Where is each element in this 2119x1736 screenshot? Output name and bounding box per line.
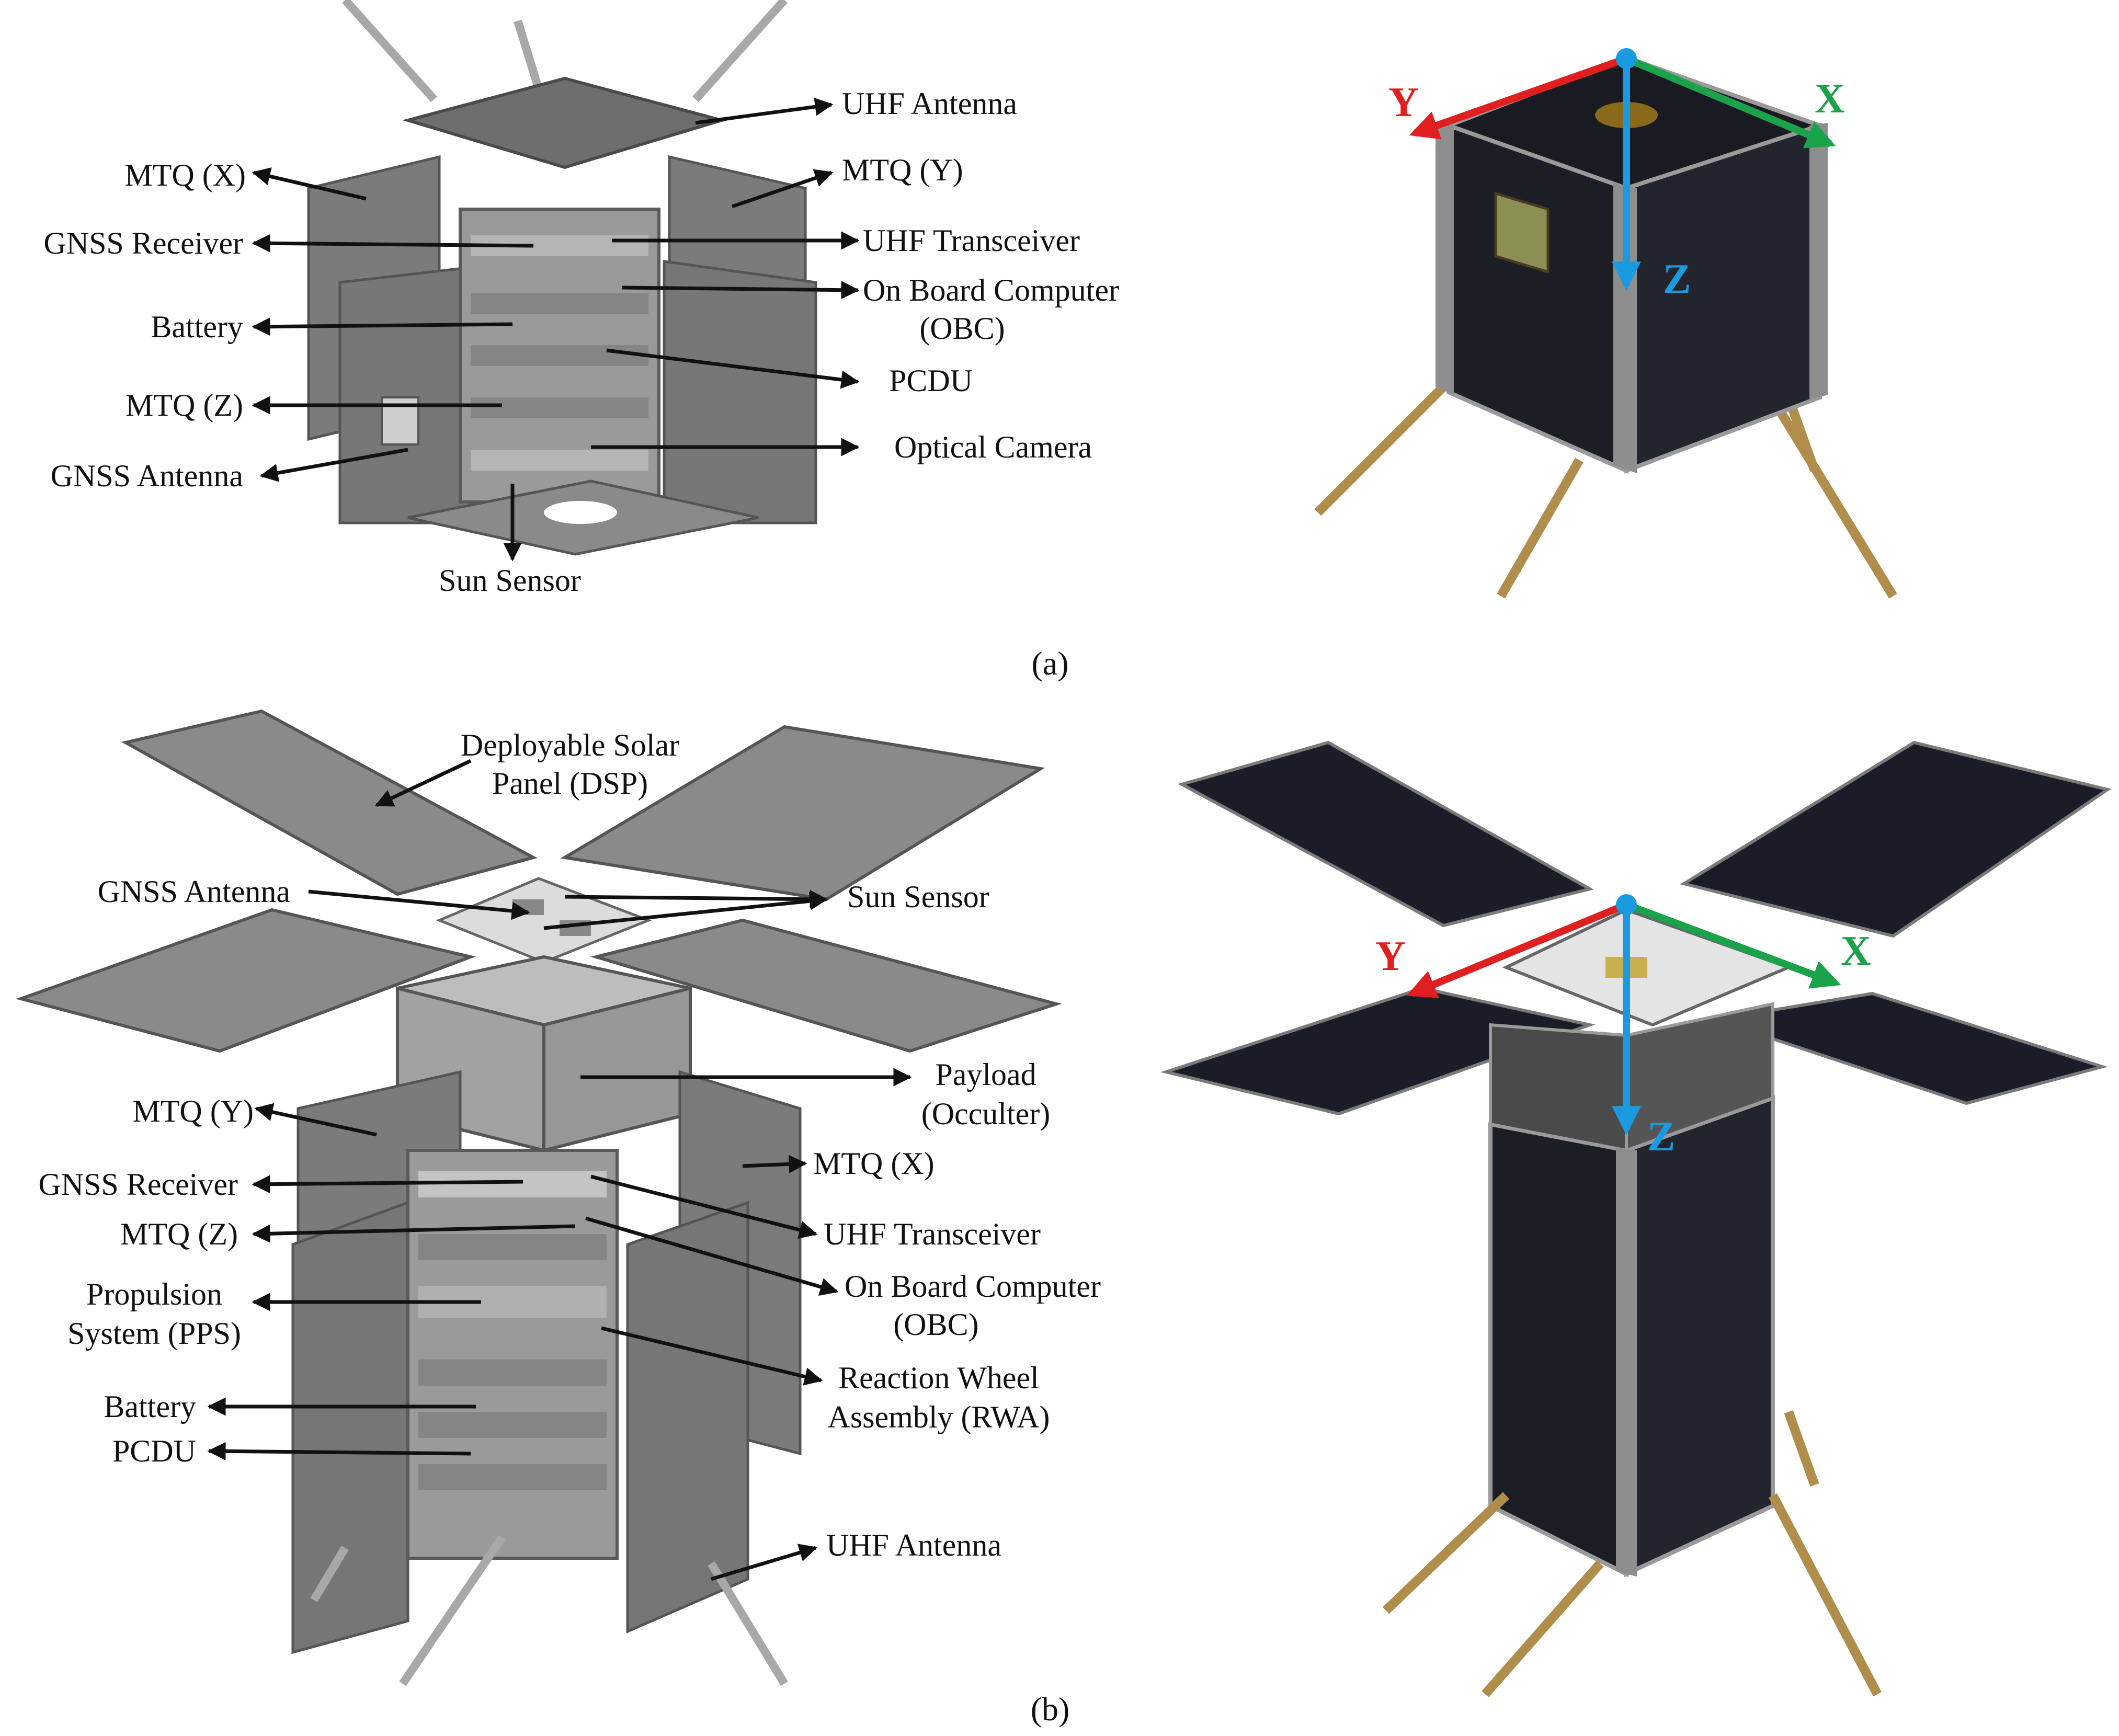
- label-b-payload: Payload: [935, 1057, 1036, 1092]
- panel-a-rendered-model: Y X Z: [1314, 48, 1897, 599]
- label-a-gnss-antenna: GNSS Antenna: [51, 459, 243, 493]
- axis-b-x: X: [1841, 928, 1871, 974]
- label-b-pps: System (PPS): [67, 1316, 241, 1351]
- label-a-battery: Battery: [151, 310, 243, 344]
- panel-a-exploded-model: [307, 0, 817, 556]
- panel-b-rendered-model: Y X Z: [1160, 740, 2112, 1697]
- label-a-mtq-z: MTQ (Z): [126, 388, 243, 422]
- label-b-pcdu: PCDU: [112, 1434, 196, 1468]
- label-b-propulsion: Propulsion: [86, 1277, 222, 1311]
- label-a-mtq-y: MTQ (Y): [842, 153, 963, 187]
- label-a-mtq-x: MTQ (X): [124, 158, 246, 192]
- label-a-obc-abbrev: (OBC): [919, 311, 1005, 346]
- caption-a: (a): [1031, 645, 1068, 682]
- panel-b-leader-lines: [207, 759, 912, 1581]
- label-a-uhf-transceiver: UHF Transceiver: [863, 223, 1080, 258]
- label-a-optical-camera: Optical Camera: [894, 430, 1092, 464]
- label-b-gnss-antenna: GNSS Antenna: [98, 874, 290, 909]
- label-a-pcdu: PCDU: [889, 363, 973, 398]
- label-b-obc: On Board Computer: [845, 1269, 1101, 1304]
- axis-a-y: Y: [1388, 79, 1419, 125]
- label-b-uhf-antenna: UHF Antenna: [826, 1528, 1001, 1562]
- panel-b-labels: Deployable Solar Panel (DSP) GNSS Antenn…: [38, 728, 1101, 1562]
- axis-b-y: Y: [1375, 933, 1406, 979]
- label-a-uhf-antenna: UHF Antenna: [842, 86, 1017, 121]
- label-a-gnss-receiver: GNSS Receiver: [43, 226, 243, 260]
- label-b-obc-abbrev: (OBC): [893, 1307, 978, 1342]
- label-a-sun-sensor: Sun Sensor: [439, 563, 581, 598]
- label-b-dsp: Deployable Solar: [461, 728, 679, 762]
- label-b-uhf-transceiver: UHF Transceiver: [824, 1217, 1041, 1251]
- panel-b-exploded-model: [15, 709, 1062, 1686]
- panel-a-leader-lines: [252, 97, 860, 562]
- panel-a-labels: MTQ (X) GNSS Receiver Battery MTQ (Z) GN…: [43, 86, 1119, 598]
- label-a-obc: On Board Computer: [863, 273, 1119, 307]
- caption-b: (b): [1031, 1691, 1070, 1728]
- label-b-dsp-abbrev: Panel (DSP): [492, 766, 648, 801]
- label-b-sun-sensor: Sun Sensor: [847, 880, 989, 914]
- axis-a-x: X: [1815, 76, 1845, 122]
- label-b-occulter: (Occulter): [921, 1097, 1051, 1131]
- label-b-reaction-wheel: Reaction Wheel: [838, 1361, 1039, 1395]
- label-b-battery: Battery: [104, 1389, 196, 1424]
- label-b-gnss-receiver: GNSS Receiver: [38, 1167, 238, 1202]
- axis-a-z: Z: [1663, 256, 1691, 302]
- label-b-mtq-y: MTQ (Y): [132, 1094, 254, 1128]
- label-b-mtq-x: MTQ (X): [813, 1146, 935, 1181]
- label-b-rwa: Assembly (RWA): [828, 1400, 1050, 1434]
- label-b-mtq-z: MTQ (Z): [120, 1217, 238, 1251]
- axis-b-z: Z: [1647, 1114, 1675, 1160]
